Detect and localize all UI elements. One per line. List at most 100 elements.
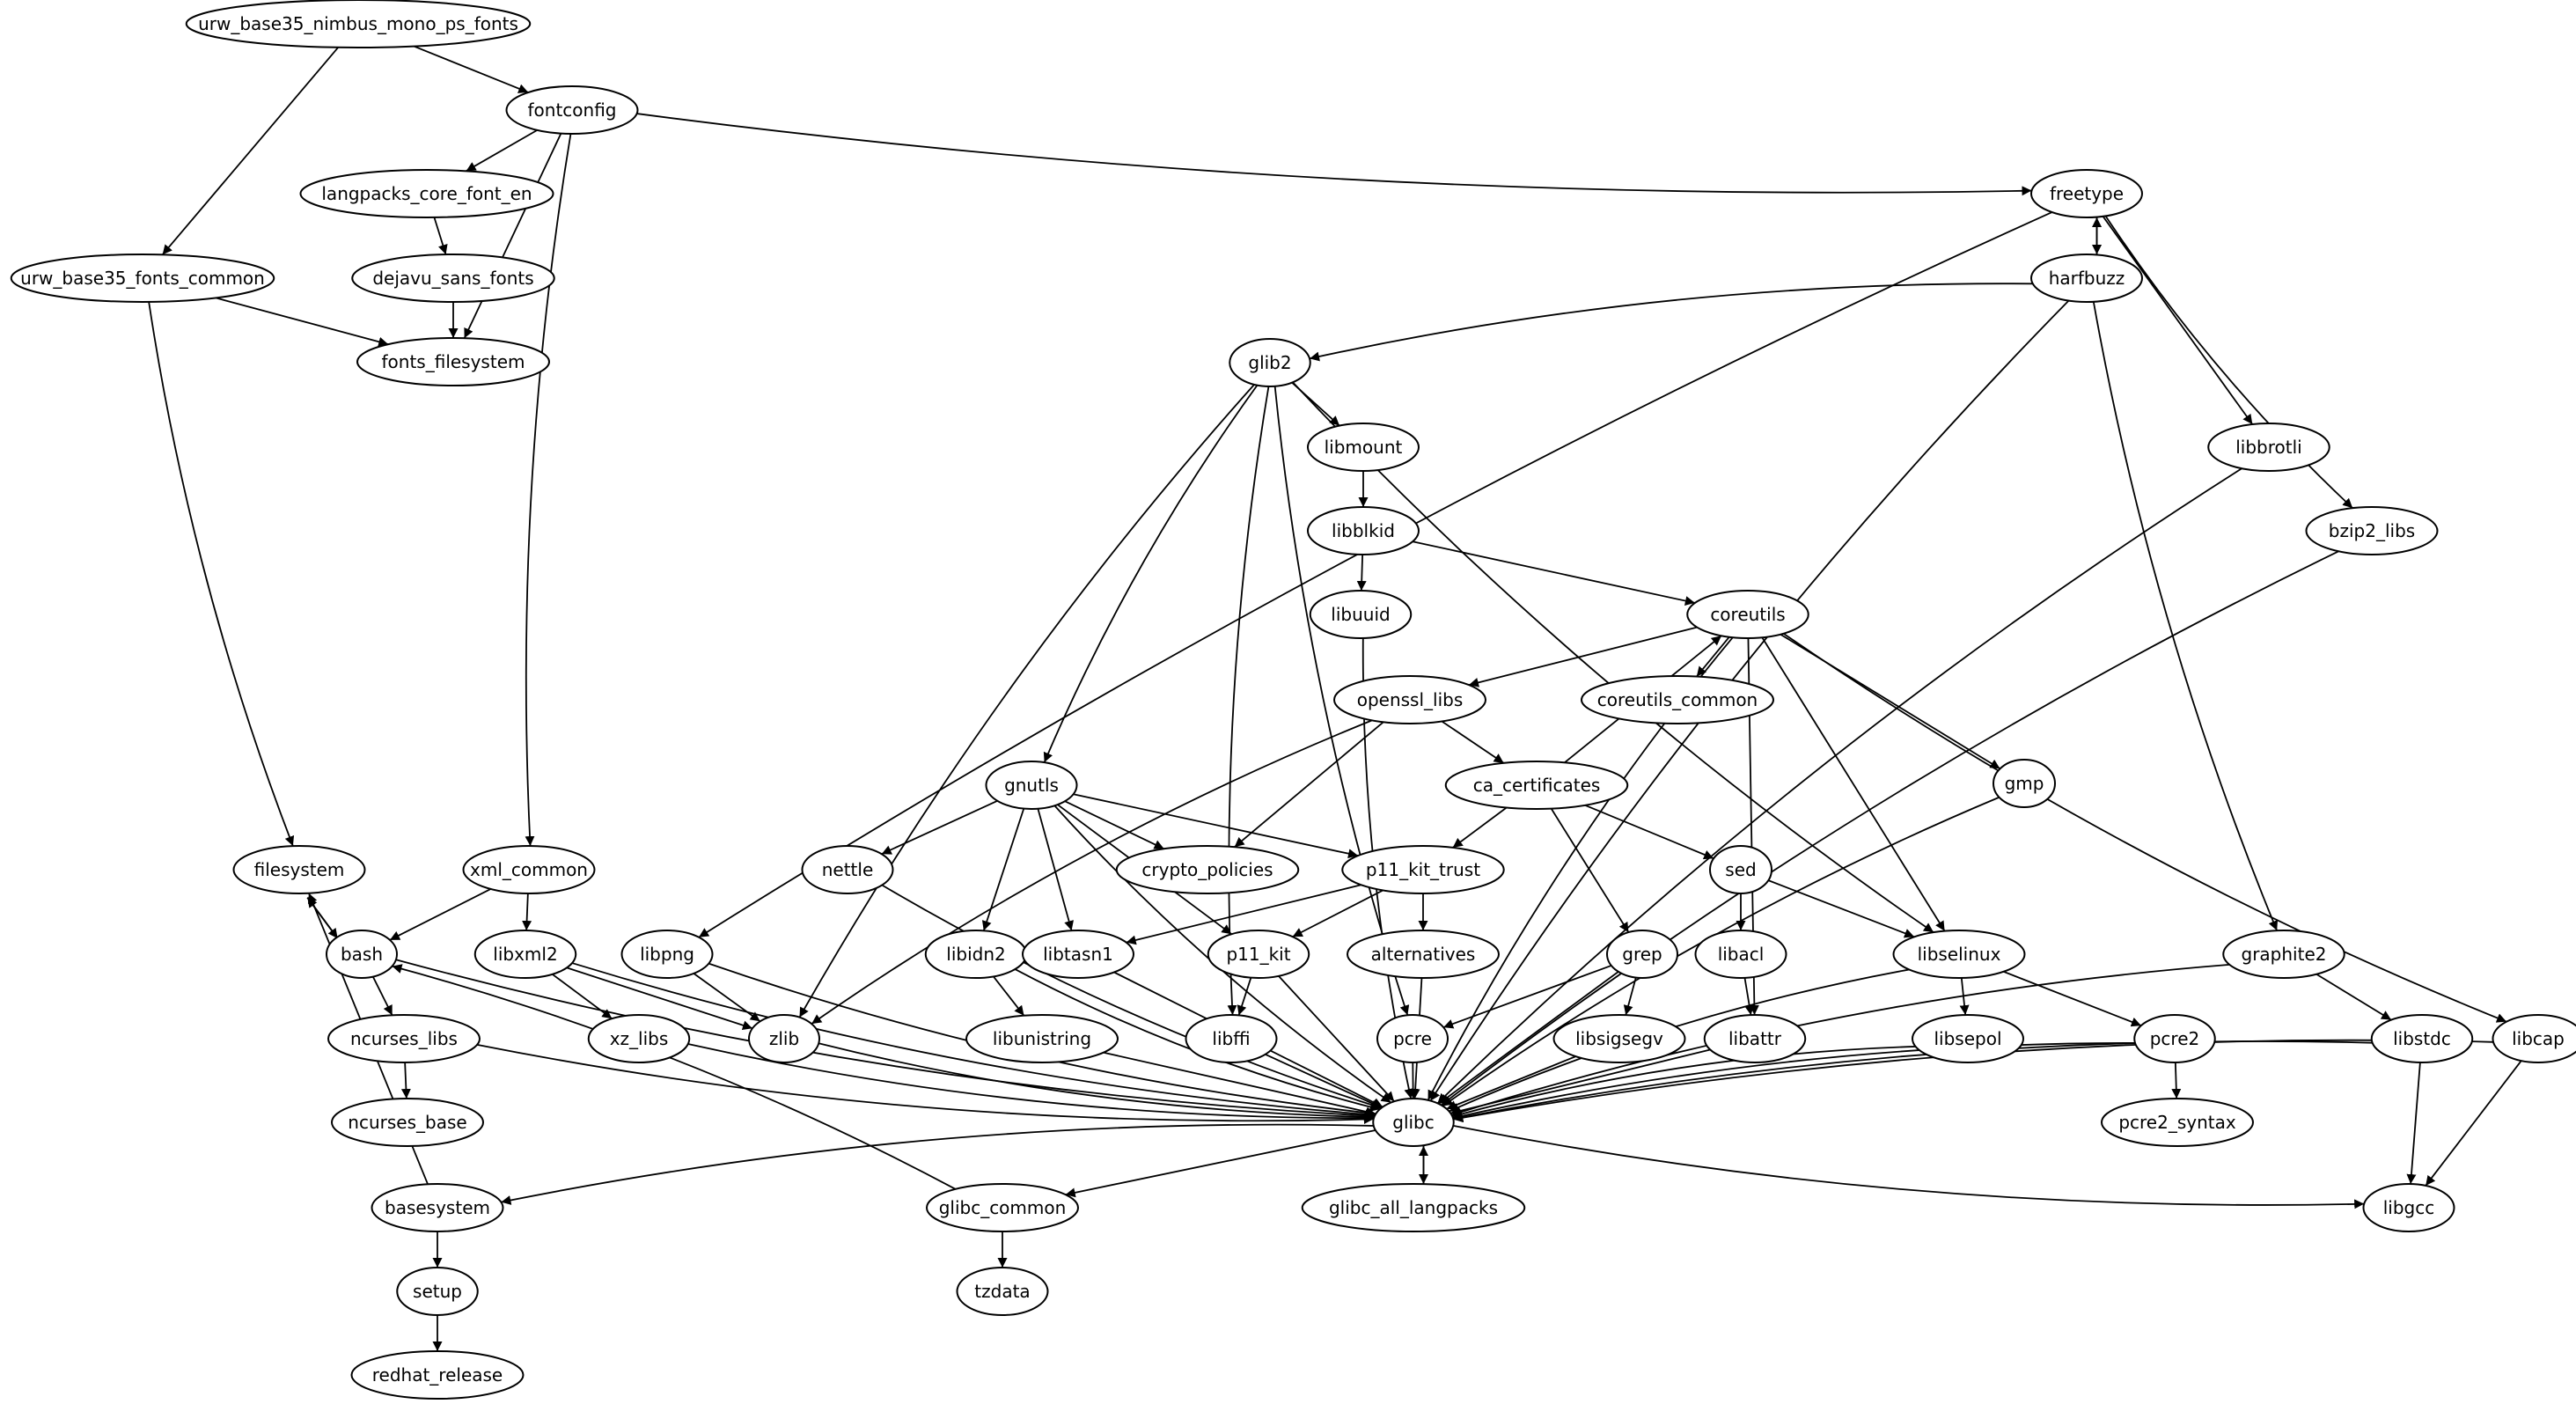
node-coreutils[interactable]: coreutils bbox=[1686, 590, 1809, 639]
node-ellipse[interactable] bbox=[1444, 761, 1629, 810]
node-fonts_filesystem[interactable]: fonts_filesystem bbox=[356, 337, 550, 386]
node-ellipse[interactable] bbox=[1333, 675, 1486, 724]
node-p11_kit_trust[interactable]: p11_kit_trust bbox=[1341, 845, 1505, 894]
node-gnutls[interactable]: gnutls bbox=[985, 761, 1078, 810]
node-ellipse[interactable] bbox=[1912, 1014, 2024, 1063]
node-ellipse[interactable] bbox=[232, 845, 366, 894]
node-ellipse[interactable] bbox=[351, 254, 555, 303]
node-ellipse[interactable] bbox=[587, 1014, 691, 1063]
node-ellipse[interactable] bbox=[926, 1183, 1079, 1232]
node-gmp[interactable]: gmp bbox=[1993, 759, 2056, 808]
node-bzip2_libs[interactable]: bzip2_libs bbox=[2305, 506, 2439, 555]
node-alternatives[interactable]: alternatives bbox=[1347, 930, 1500, 979]
node-libuuid[interactable]: libuuid bbox=[1309, 590, 1413, 639]
node-libxml2[interactable]: libxml2 bbox=[473, 930, 577, 979]
node-ellipse[interactable] bbox=[2030, 254, 2143, 303]
node-libffi[interactable]: libffi bbox=[1185, 1014, 1278, 1063]
node-xml_common[interactable]: xml_common bbox=[462, 845, 596, 894]
node-ellipse[interactable] bbox=[10, 254, 275, 303]
node-ellipse[interactable] bbox=[1347, 930, 1500, 979]
node-ellipse[interactable] bbox=[1372, 1098, 1455, 1147]
node-ellipse[interactable] bbox=[2305, 506, 2439, 555]
node-ellipse[interactable] bbox=[1694, 930, 1787, 979]
node-libacl[interactable]: libacl bbox=[1694, 930, 1787, 979]
node-langpacks_core_font_en[interactable]: langpacks_core_font_en bbox=[299, 169, 554, 218]
node-freetype[interactable]: freetype bbox=[2030, 169, 2143, 218]
node-glibc_common[interactable]: glibc_common bbox=[926, 1183, 1079, 1232]
node-ellipse[interactable] bbox=[1207, 930, 1310, 979]
node-libattr[interactable]: libattr bbox=[1703, 1014, 1807, 1063]
node-grep[interactable]: grep bbox=[1606, 930, 1678, 979]
node-ellipse[interactable] bbox=[331, 1098, 484, 1147]
node-ellipse[interactable] bbox=[327, 1014, 481, 1063]
node-ellipse[interactable] bbox=[185, 0, 532, 48]
node-pcre[interactable]: pcre bbox=[1376, 1014, 1449, 1063]
node-sed[interactable]: sed bbox=[1709, 845, 1772, 894]
node-bash[interactable]: bash bbox=[326, 930, 398, 979]
node-xz_libs[interactable]: xz_libs bbox=[587, 1014, 691, 1063]
node-urw_base35_fonts_common[interactable]: urw_base35_fonts_common bbox=[10, 254, 275, 303]
node-ellipse[interactable] bbox=[1993, 759, 2056, 808]
node-coreutils_common[interactable]: coreutils_common bbox=[1581, 675, 1774, 724]
node-libunistring[interactable]: libunistring bbox=[965, 1014, 1119, 1063]
node-ellipse[interactable] bbox=[2133, 1014, 2216, 1063]
node-harfbuzz[interactable]: harfbuzz bbox=[2030, 254, 2143, 303]
node-tzdata[interactable]: tzdata bbox=[956, 1267, 1049, 1316]
node-ellipse[interactable] bbox=[985, 761, 1078, 810]
node-ellipse[interactable] bbox=[965, 1014, 1119, 1063]
node-ellipse[interactable] bbox=[1341, 845, 1505, 894]
node-p11_kit[interactable]: p11_kit bbox=[1207, 930, 1310, 979]
node-ellipse[interactable] bbox=[1552, 1014, 1686, 1063]
node-libtasn1[interactable]: libtasn1 bbox=[1022, 930, 1134, 979]
node-libstdc[interactable]: libstdc bbox=[2370, 1014, 2474, 1063]
node-ellipse[interactable] bbox=[1581, 675, 1774, 724]
node-openssl_libs[interactable]: openssl_libs bbox=[1333, 675, 1486, 724]
node-libpng[interactable]: libpng bbox=[620, 930, 714, 979]
node-crypto_policies[interactable]: crypto_policies bbox=[1115, 845, 1300, 894]
node-ellipse[interactable] bbox=[371, 1183, 504, 1232]
node-ellipse[interactable] bbox=[2222, 930, 2345, 979]
node-urw_base35_nimbus_mono_ps_fonts[interactable]: urw_base35_nimbus_mono_ps_fonts bbox=[185, 0, 532, 48]
node-ellipse[interactable] bbox=[1307, 506, 1420, 555]
node-ellipse[interactable] bbox=[1022, 930, 1134, 979]
node-ellipse[interactable] bbox=[1307, 423, 1420, 472]
node-ellipse[interactable] bbox=[620, 930, 714, 979]
node-fontconfig[interactable]: fontconfig bbox=[505, 85, 639, 135]
node-ellipse[interactable] bbox=[2101, 1098, 2254, 1147]
node-ellipse[interactable] bbox=[2030, 169, 2143, 218]
node-ellipse[interactable] bbox=[396, 1267, 479, 1316]
node-libselinux[interactable]: libselinux bbox=[1892, 930, 2026, 979]
node-ellipse[interactable] bbox=[1229, 338, 1311, 387]
node-ellipse[interactable] bbox=[462, 845, 596, 894]
node-pcre2_syntax[interactable]: pcre2_syntax bbox=[2101, 1098, 2254, 1147]
node-libcap[interactable]: libcap bbox=[2492, 1014, 2576, 1063]
node-ellipse[interactable] bbox=[473, 930, 577, 979]
node-graphite2[interactable]: graphite2 bbox=[2222, 930, 2345, 979]
node-setup[interactable]: setup bbox=[396, 1267, 479, 1316]
node-ellipse[interactable] bbox=[1115, 845, 1300, 894]
node-ellipse[interactable] bbox=[505, 85, 639, 135]
node-ellipse[interactable] bbox=[1301, 1183, 1526, 1232]
node-libsepol[interactable]: libsepol bbox=[1912, 1014, 2024, 1063]
node-libsigsegv[interactable]: libsigsegv bbox=[1552, 1014, 1686, 1063]
node-zlib[interactable]: zlib bbox=[748, 1014, 820, 1063]
node-filesystem[interactable]: filesystem bbox=[232, 845, 366, 894]
node-dejavu_sans_fonts[interactable]: dejavu_sans_fonts bbox=[351, 254, 555, 303]
node-ellipse[interactable] bbox=[956, 1267, 1049, 1316]
node-ellipse[interactable] bbox=[1892, 930, 2026, 979]
node-ellipse[interactable] bbox=[1709, 845, 1772, 894]
node-ellipse[interactable] bbox=[1703, 1014, 1807, 1063]
node-ellipse[interactable] bbox=[299, 169, 554, 218]
node-ellipse[interactable] bbox=[1606, 930, 1678, 979]
node-ellipse[interactable] bbox=[2207, 423, 2330, 472]
node-glibc_all_langpacks[interactable]: glibc_all_langpacks bbox=[1301, 1183, 1526, 1232]
node-ellipse[interactable] bbox=[1686, 590, 1809, 639]
node-ellipse[interactable] bbox=[356, 337, 550, 386]
node-ellipse[interactable] bbox=[350, 1350, 525, 1400]
node-ellipse[interactable] bbox=[801, 845, 894, 894]
node-libbrotli[interactable]: libbrotli bbox=[2207, 423, 2330, 472]
node-libidn2[interactable]: libidn2 bbox=[924, 930, 1028, 979]
node-libgcc[interactable]: libgcc bbox=[2362, 1183, 2455, 1232]
node-ellipse[interactable] bbox=[748, 1014, 820, 1063]
node-pcre2[interactable]: pcre2 bbox=[2133, 1014, 2216, 1063]
